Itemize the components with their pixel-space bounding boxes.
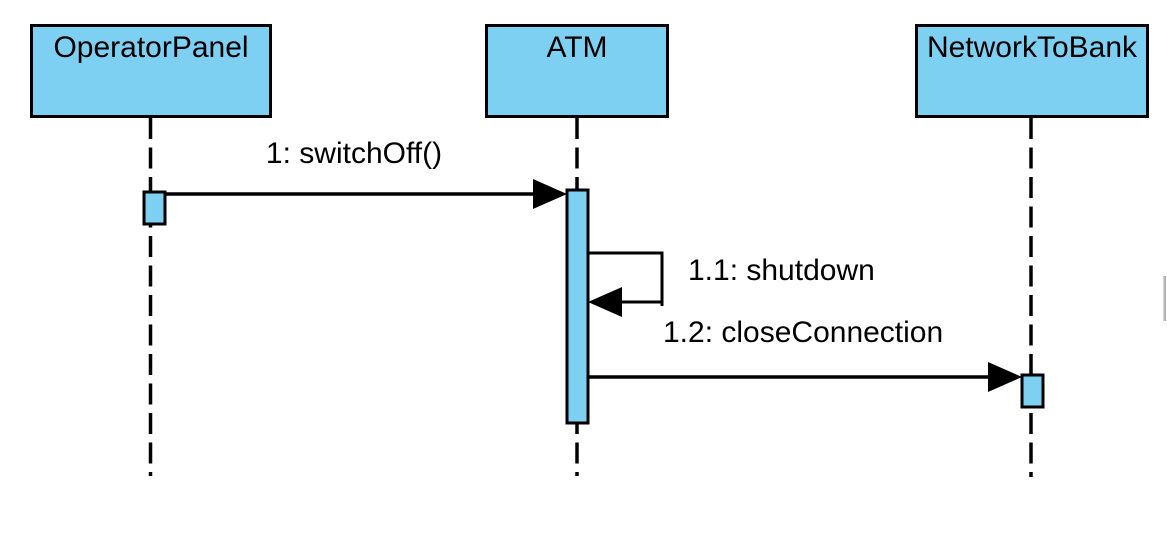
activation-operatorpanel [142,190,167,226]
message-2-label: 1.1: shutdown [688,254,875,287]
message-3-label: 1.2: closeConnection [663,316,944,349]
actor-label-networktobank: NetworkToBank [926,31,1138,64]
actor-box-atm: ATM [485,24,669,118]
message-1-label: 1: switchOff() [265,137,443,170]
message-1-arrowhead-icon [533,179,567,209]
message-2-arrowhead-icon [588,287,622,317]
actor-label-atm: ATM [546,31,608,64]
actor-box-networktobank: NetworkToBank [915,24,1149,118]
activation-networktobank [1020,373,1045,409]
vertical-scrollbar-thumb[interactable] [1163,276,1166,321]
activation-atm [565,188,590,425]
actor-box-operatorpanel: OperatorPanel [30,24,272,118]
message-3-arrowhead-icon [988,362,1022,392]
actor-label-operatorpanel: OperatorPanel [53,31,249,64]
